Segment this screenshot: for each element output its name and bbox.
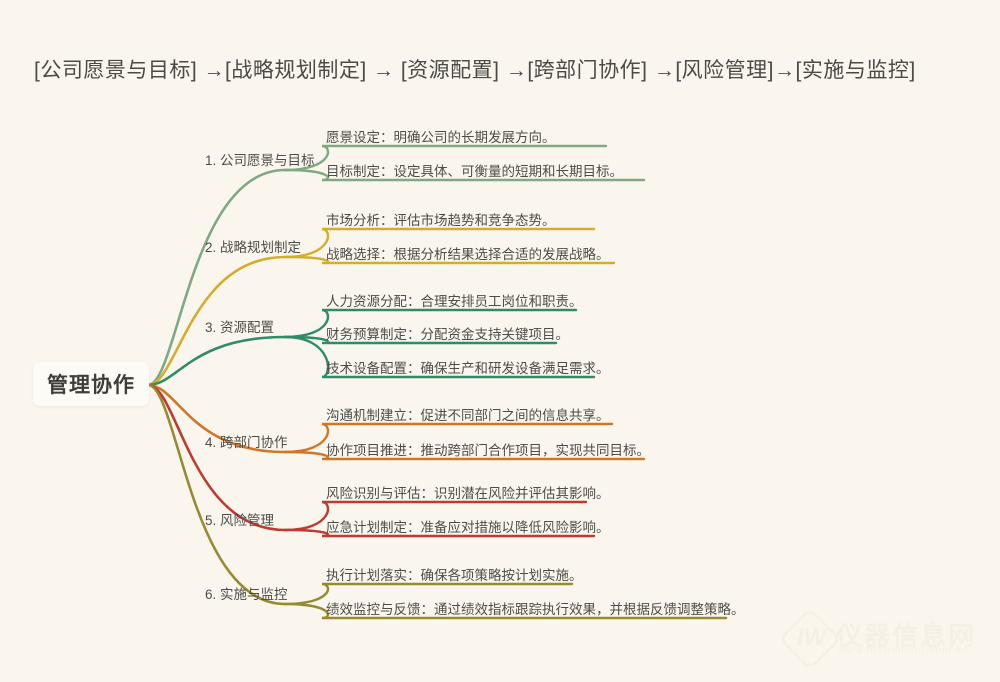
leaf-label-3-3[interactable]: 技术设备配置：确保生产和研发设备满足需求。: [326, 361, 610, 376]
leaf-label-5-1[interactable]: 风险识别与评估：识别潜在风险并评估其影响。: [326, 486, 610, 501]
page-title: [公司愿景与目标] →[战略规划制定] → [资源配置] →[跨部门协作] →[…: [34, 59, 916, 82]
watermark: IW 仪器信息网 www.instrument.com.cn: [778, 607, 984, 671]
branch-label-2[interactable]: 2. 战略规划制定: [205, 240, 302, 255]
branch-label-4[interactable]: 4. 跨部门协作: [205, 435, 288, 450]
leaf-label-4-1[interactable]: 沟通机制建立：促进不同部门之间的信息共享。: [326, 408, 610, 423]
leaf-label-2-1[interactable]: 市场分析：评估市场趋势和竞争态势。: [326, 213, 556, 228]
branch-label-5[interactable]: 5. 风险管理: [205, 513, 275, 528]
branch-label-3[interactable]: 3. 资源配置: [205, 320, 275, 335]
watermark-brand: 仪器信息网: [836, 621, 977, 651]
branch-edge: [146, 383, 287, 606]
root-node-label: 管理协作: [47, 374, 135, 397]
branch-label-6[interactable]: 6. 实施与监控: [205, 587, 288, 602]
branch-edge: [146, 168, 287, 387]
leaf-label-6-2[interactable]: 绩效监控与反馈：通过绩效指标跟踪执行效果，并根据反馈调整策略。: [326, 602, 745, 617]
leaf-label-5-2[interactable]: 应急计划制定：准备应对措施以降低风险影响。: [326, 520, 610, 535]
root-node[interactable]: 管理协作: [33, 362, 149, 406]
leaf-label-2-2[interactable]: 战略选择：根据分析结果选择合适的发展战略。: [326, 247, 610, 262]
leaf-label-3-1[interactable]: 人力资源分配：合理安排员工岗位和职责。: [326, 294, 583, 309]
leaf-label-1-2[interactable]: 目标制定：设定具体、可衡量的短期和长期目标。: [326, 164, 623, 179]
branch-label-1[interactable]: 1. 公司愿景与目标: [205, 153, 315, 168]
watermark-url: www.instrument.com.cn: [838, 645, 969, 656]
leaf-label-1-1[interactable]: 愿景设定：明确公司的长期发展方向。: [326, 130, 556, 145]
leaf-label-6-1[interactable]: 执行计划落实：确保各项策略按计划实施。: [326, 568, 583, 583]
branch-edge: [146, 335, 287, 387]
leaf-label-4-2[interactable]: 协作项目推进：推动跨部门合作项目，实现共同目标。: [326, 443, 650, 458]
watermark-logo-glyph: IW: [797, 624, 827, 651]
leaf-label-3-2[interactable]: 财务预算制定：分配资金支持关键项目。: [326, 327, 569, 342]
